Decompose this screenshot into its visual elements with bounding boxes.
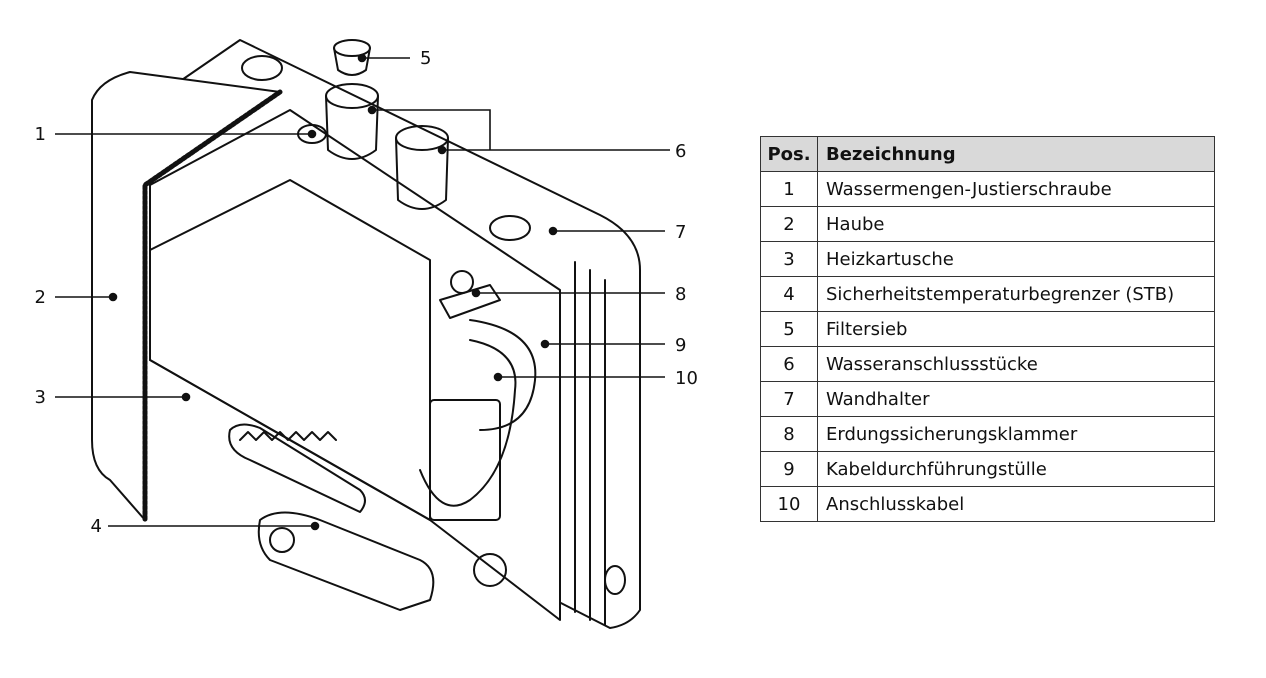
leader-dot-2 bbox=[108, 292, 118, 302]
row-pos: 8 bbox=[760, 416, 818, 452]
leader-dot-6b bbox=[437, 145, 447, 155]
callout-5: 5 bbox=[420, 48, 431, 69]
leader-dot-4 bbox=[310, 521, 320, 531]
leader-dot-1 bbox=[307, 129, 317, 139]
cover-hatched-edge bbox=[142, 89, 283, 523]
leader-dot-3 bbox=[181, 392, 191, 402]
row-pos: 7 bbox=[760, 381, 818, 417]
row-pos: 5 bbox=[760, 311, 818, 347]
filter-sieve-top bbox=[333, 39, 371, 57]
row-name: Erdungssicherungsklammer bbox=[817, 416, 1215, 452]
row-name: Wasseranschlussstücke bbox=[817, 346, 1215, 382]
header-name: Bezeichnung bbox=[817, 136, 1215, 172]
row-pos: 2 bbox=[760, 206, 818, 242]
callout-4: 4 bbox=[91, 516, 102, 537]
row-name: Wassermengen-Justierschraube bbox=[817, 171, 1215, 207]
chassis-plate bbox=[149, 179, 431, 521]
callout-9: 9 bbox=[675, 335, 686, 356]
filter-sieve-body bbox=[333, 47, 371, 76]
callout-10: 10 bbox=[675, 368, 698, 389]
terminal-block bbox=[429, 399, 501, 521]
safety-limiter bbox=[257, 511, 435, 611]
water-connector-2-body bbox=[395, 137, 449, 210]
leader-dot-9 bbox=[540, 339, 550, 349]
leader-6 bbox=[372, 109, 670, 151]
bracket-hole-top bbox=[241, 55, 283, 81]
callout-1: 1 bbox=[35, 124, 46, 145]
row-name: Kabeldurchführungstülle bbox=[817, 451, 1215, 487]
table-header-row: Pos. Bezeichnung bbox=[760, 136, 1215, 172]
heating-cartridge bbox=[228, 423, 366, 513]
leader-dot-6a bbox=[367, 105, 377, 115]
leader-dot-5 bbox=[357, 53, 367, 63]
bracket-inner-edge bbox=[574, 261, 606, 626]
callout-3: 3 bbox=[35, 387, 46, 408]
row-pos: 1 bbox=[760, 171, 818, 207]
row-name: Haube bbox=[817, 206, 1215, 242]
row-pos: 9 bbox=[760, 451, 818, 487]
water-connector-1-body bbox=[325, 95, 379, 160]
row-pos: 3 bbox=[760, 241, 818, 277]
row-name: Heizkartusche bbox=[817, 241, 1215, 277]
leader-dot-10 bbox=[493, 372, 503, 382]
row-name: Sicherheitstemperaturbegrenzer (STB) bbox=[817, 276, 1215, 312]
outlet-fitting bbox=[473, 553, 507, 587]
row-pos: 4 bbox=[760, 276, 818, 312]
callout-8: 8 bbox=[675, 284, 686, 305]
leader-dot-7 bbox=[548, 226, 558, 236]
cable-grommet bbox=[469, 319, 537, 431]
row-name: Wandhalter bbox=[817, 381, 1215, 417]
connection-cable bbox=[419, 339, 517, 507]
header-pos: Pos. bbox=[760, 136, 818, 172]
bracket-hole-mid bbox=[489, 215, 531, 241]
callout-2: 2 bbox=[35, 287, 46, 308]
row-pos: 10 bbox=[760, 486, 818, 522]
safety-limiter-knob bbox=[269, 527, 295, 553]
leader-dot-8 bbox=[471, 288, 481, 298]
callout-6: 6 bbox=[675, 141, 686, 162]
row-name: Filtersieb bbox=[817, 311, 1215, 347]
callout-7: 7 bbox=[675, 222, 686, 243]
heating-coil bbox=[239, 431, 337, 441]
row-pos: 6 bbox=[760, 346, 818, 382]
exploded-device-diagram: 1 2 3 4 5 6 7 8 9 10 bbox=[35, 39, 698, 629]
bracket-hole-low bbox=[604, 565, 626, 595]
row-name: Anschlusskabel bbox=[817, 486, 1215, 522]
